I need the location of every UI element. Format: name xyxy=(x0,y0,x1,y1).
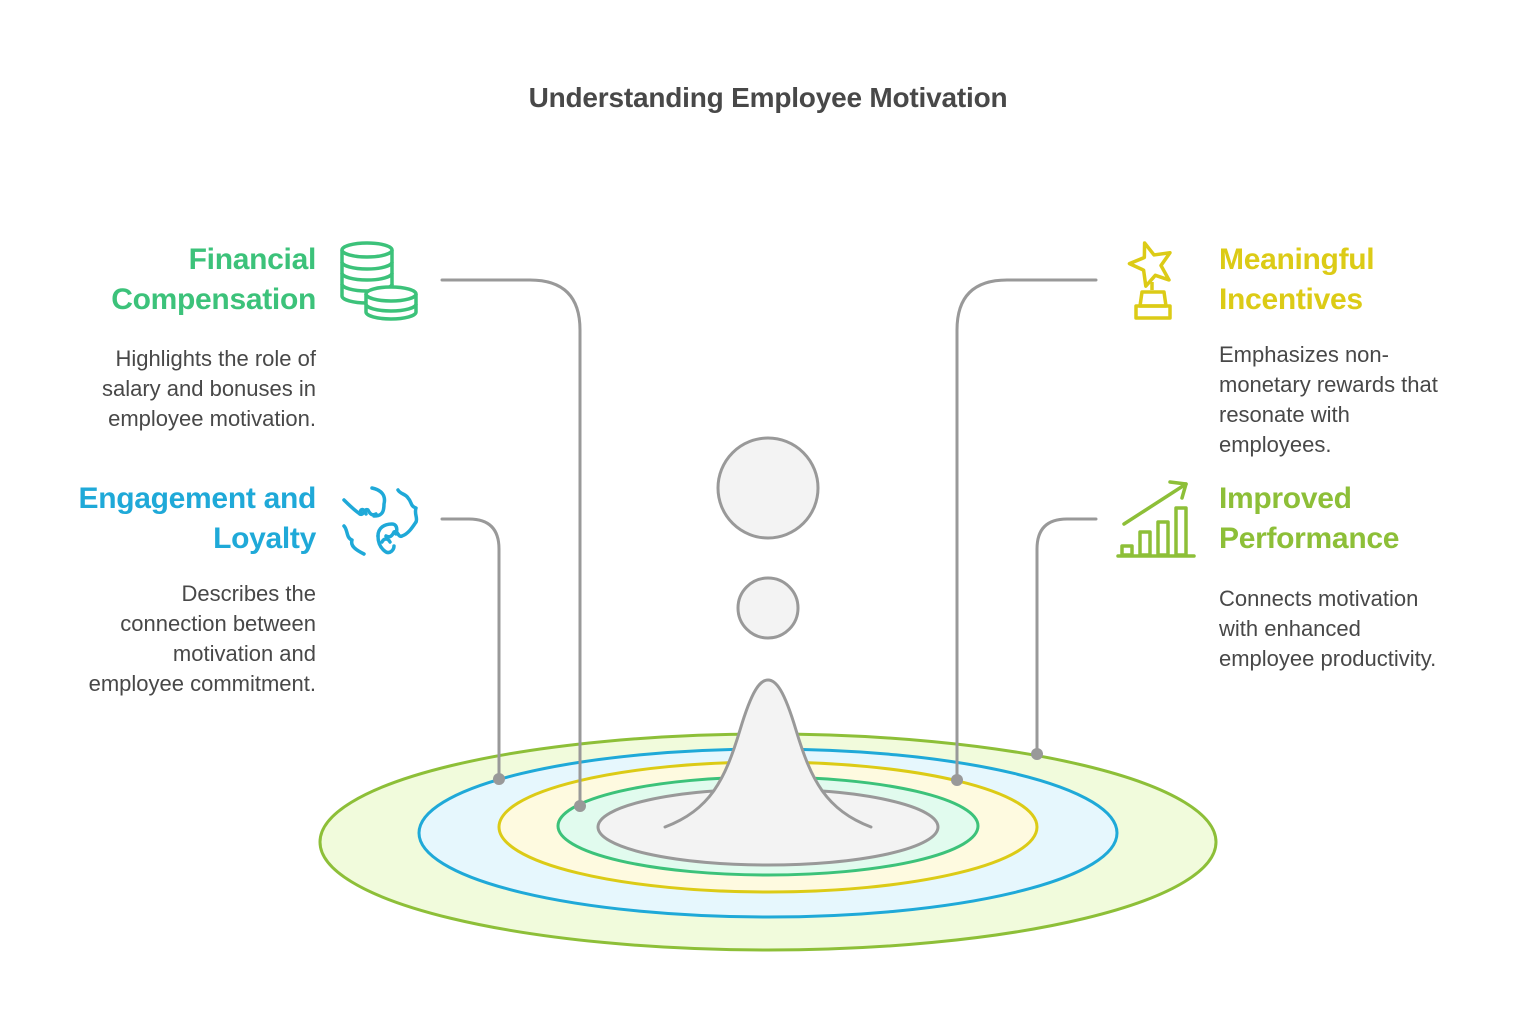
coins-stack-icon xyxy=(340,241,418,321)
desc-line: employee motivation. xyxy=(108,406,316,431)
heading-financial-compensation: Financial Compensation xyxy=(111,240,316,320)
desc-line: employees. xyxy=(1219,432,1332,457)
heading-line: Financial xyxy=(188,243,317,276)
desc-line: salary and bonuses in xyxy=(101,376,316,401)
desc-improved-performance: Connects motivation with enhanced employ… xyxy=(1219,584,1436,674)
heading-line: Compensation xyxy=(111,283,316,316)
desc-line: employee commitment. xyxy=(88,671,316,696)
growth-chart-icon xyxy=(1116,480,1196,558)
droplet-large xyxy=(716,436,820,540)
connector-dot-improved xyxy=(1031,748,1043,760)
desc-financial-compensation: Highlights the role of salary and bonuse… xyxy=(102,344,316,434)
connector-dot-financial xyxy=(574,800,586,812)
heading-improved-performance: Improved Performance xyxy=(1219,479,1399,559)
star-trophy-icon xyxy=(1127,241,1172,320)
splash-spike-outline xyxy=(663,678,873,829)
heading-line: Incentives xyxy=(1219,283,1363,316)
heading-engagement-loyalty: Engagement and Loyalty xyxy=(79,479,317,559)
diagram-title: Understanding Employee Motivation xyxy=(528,82,1008,113)
droplet-small xyxy=(736,576,800,640)
desc-line: with enhanced xyxy=(1219,616,1361,641)
connector-meaningful xyxy=(955,278,1098,782)
desc-line: monetary rewards that xyxy=(1219,372,1438,397)
desc-line: motivation and xyxy=(172,641,316,666)
heading-line: Performance xyxy=(1219,522,1400,555)
desc-line: Highlights the role of xyxy=(115,346,316,371)
desc-meaningful-incentives: Emphasizes non- monetary rewards that re… xyxy=(1219,340,1438,460)
splash-spike xyxy=(665,680,871,860)
fist-bump-icon xyxy=(342,486,419,556)
desc-line: employee productivity. xyxy=(1219,646,1437,671)
heading-meaningful-incentives: Meaningful Incentives xyxy=(1219,240,1375,320)
desc-line: Describes the xyxy=(181,581,316,606)
connector-improved xyxy=(1035,517,1098,756)
desc-line: resonate with xyxy=(1219,402,1350,427)
connector-dot-meaningful xyxy=(951,774,963,786)
connector-dot-engagement xyxy=(493,773,505,785)
desc-line: Emphasizes non- xyxy=(1219,342,1389,367)
connector-financial xyxy=(440,278,582,808)
desc-line: connection between xyxy=(120,611,316,636)
heading-line: Meaningful xyxy=(1219,243,1375,276)
desc-line: Connects motivation xyxy=(1219,586,1419,611)
heading-line: Improved xyxy=(1219,482,1352,515)
heading-line: Loyalty xyxy=(213,522,316,555)
desc-engagement-loyalty: Describes the connection between motivat… xyxy=(89,579,316,699)
heading-line: Engagement and xyxy=(78,482,317,515)
connector-engagement xyxy=(440,517,501,781)
